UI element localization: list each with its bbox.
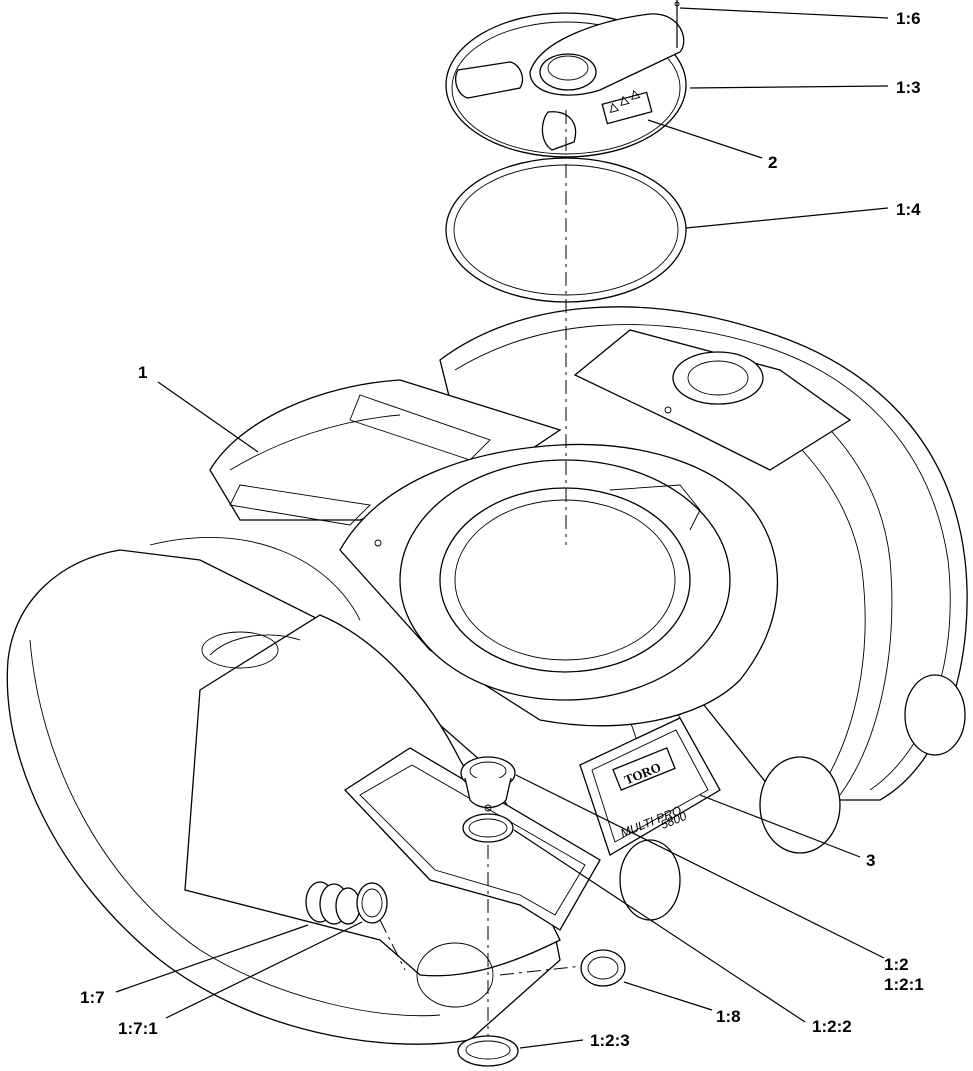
callout-1: 1 <box>138 363 147 382</box>
warning-decal <box>601 89 653 125</box>
fitting-1-7 <box>305 881 361 925</box>
callout-1-2-2: 1:2:2 <box>812 1017 852 1036</box>
callout-1-3: 1:3 <box>896 78 921 97</box>
callout-1-2: 1:2 <box>884 955 909 974</box>
tank-fill-ring-inner <box>439 487 691 673</box>
lid-assembly <box>445 0 687 158</box>
fitting-1-8 <box>580 949 626 987</box>
callout-2: 2 <box>768 153 777 172</box>
callout-1-7: 1:7 <box>80 988 105 1007</box>
callout-1-7-1: 1:7:1 <box>118 1019 158 1038</box>
assembly-centerlines <box>379 110 583 1036</box>
callout-1-6: 1:6 <box>896 9 921 28</box>
toro-emblem: TORO MULTI PRO 5800 <box>579 717 721 856</box>
callout-1-2-3: 1:2:3 <box>590 1031 630 1050</box>
callout-1-4: 1:4 <box>896 200 921 219</box>
tank-side-port-b <box>904 674 966 756</box>
fitting-1-2 <box>460 756 516 812</box>
leader-lines <box>115 7 889 1049</box>
fitting-1-2-3 <box>457 1035 519 1067</box>
tank-body: TORO MULTI PRO 5800 <box>6 306 968 1045</box>
callout-1-8: 1:8 <box>716 1007 741 1026</box>
tank-side-port-a <box>759 756 841 854</box>
callout-labels: 1:6 1:3 2 1:4 1 3 1:2 1:2:1 1:2:2 1:7 1:… <box>80 9 924 1050</box>
tank-left-upper-rib <box>209 379 562 521</box>
callout-1-2-1: 1:2:1 <box>884 975 924 994</box>
fitting-1-2-2-ring <box>462 813 514 843</box>
callout-3: 3 <box>866 851 875 870</box>
tank-rear-port <box>672 351 764 405</box>
